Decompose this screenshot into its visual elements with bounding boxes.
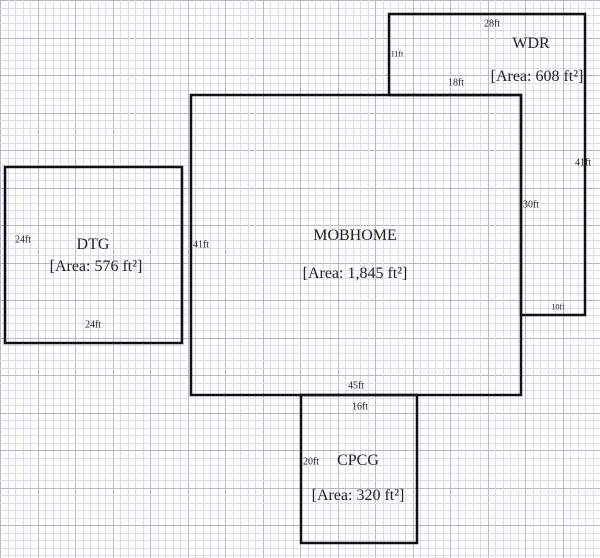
- room-name-cpcg: CPCG: [337, 452, 379, 469]
- room-name-wdr: WDR: [512, 35, 550, 52]
- room-area-mobhome: [Area: 1,845 ft²]: [302, 265, 408, 282]
- dim-dtg-left: 24ft: [14, 234, 32, 246]
- dim-wdr-left: 11ft: [390, 49, 404, 59]
- room-area-dtg: [Area: 576 ft²]: [49, 258, 143, 275]
- room-name-mobhome: MOBHOME: [313, 227, 397, 244]
- room-name-dtg: DTG: [76, 236, 110, 253]
- room-cpcg-outline[interactable]: [299, 393, 419, 545]
- dim-wdr-top: 28ft: [483, 18, 501, 30]
- dim-wdr-base: 10ft: [551, 302, 565, 312]
- room-area-cpcg: [Area: 320 ft²]: [311, 487, 405, 504]
- dim-mobhome-left: 41ft: [192, 239, 210, 251]
- room-wdr-outline[interactable]: [387, 12, 587, 317]
- dim-wdr-inner: 30ft: [522, 199, 540, 211]
- dim-dtg-bottom: 24ft: [84, 319, 102, 331]
- dim-wdr-right: 41ft: [574, 157, 592, 169]
- dim-cpcg-top: 16ft: [351, 401, 369, 413]
- room-mobhome-outline[interactable]: [189, 93, 523, 397]
- dim-mobhome-bottom: 45ft: [347, 380, 365, 392]
- dim-wdr-bottom: 18ft: [447, 77, 465, 89]
- room-dtg-outline[interactable]: [3, 165, 184, 345]
- room-area-wdr: [Area: 608 ft²]: [490, 68, 584, 85]
- dim-cpcg-left: 20ft: [302, 456, 320, 468]
